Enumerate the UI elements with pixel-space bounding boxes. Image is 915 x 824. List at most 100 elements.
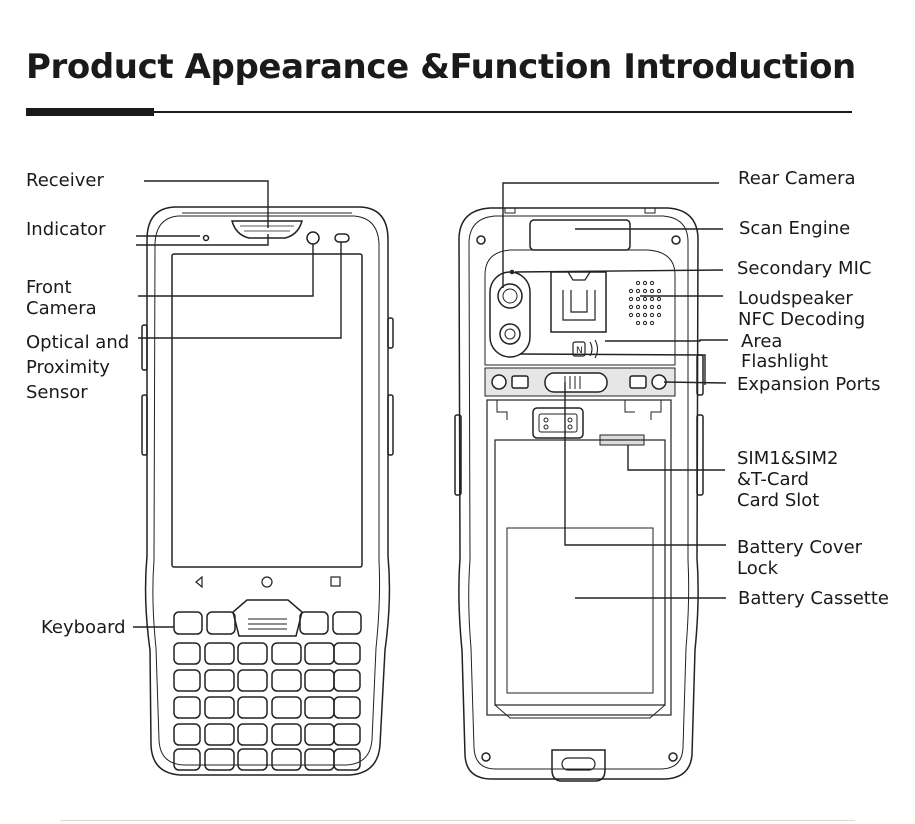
keypad-key xyxy=(271,696,302,719)
title-underline xyxy=(26,111,852,113)
label-battery-lock-line1: Battery Cover xyxy=(737,537,863,558)
battery-bay xyxy=(486,399,672,716)
speaker-hole xyxy=(642,280,648,286)
label-optical-line3: Sensor xyxy=(26,382,88,403)
scan-engine-window xyxy=(529,219,631,251)
leader-nfc xyxy=(605,339,728,342)
keypad-key xyxy=(304,723,335,746)
expansion-port-contact xyxy=(629,375,647,389)
keypad-key xyxy=(173,723,201,746)
rear-screw xyxy=(481,752,491,762)
receiver-grille xyxy=(231,220,303,239)
label-sim-line3: Card Slot xyxy=(737,490,820,511)
label-front-camera-line1: Front xyxy=(26,277,72,298)
label-nfc-line1: NFC Decoding xyxy=(738,309,866,330)
leader-receiver xyxy=(144,180,269,228)
speaker-hole xyxy=(642,296,648,302)
speaker-hole xyxy=(635,312,641,318)
flashlight-lens-inner xyxy=(504,328,516,340)
front-side-button-right-lower xyxy=(387,394,394,456)
rear-screw xyxy=(668,752,678,762)
keypad-key xyxy=(304,642,335,665)
label-battery-lock-line2: Lock xyxy=(737,558,779,579)
speaker-hole xyxy=(656,288,662,294)
front-body-inner xyxy=(152,215,381,766)
label-keyboard: Keyboard xyxy=(41,617,126,638)
speaker-hole xyxy=(642,304,648,310)
speaker-hole xyxy=(642,288,648,294)
indicator-led-icon xyxy=(202,234,210,242)
keypad-key xyxy=(333,669,361,692)
nfc-glyph: N xyxy=(576,346,583,356)
battery-bay-tab xyxy=(624,400,635,413)
speaker-hole xyxy=(642,320,648,326)
keypad-key xyxy=(332,611,362,635)
speaker-hole xyxy=(628,304,634,310)
keypad-key xyxy=(206,611,236,635)
front-side-button-left-lower xyxy=(141,394,148,456)
page-title: Product Appearance &Function Introductio… xyxy=(26,47,856,87)
rear-side-button-left xyxy=(454,414,462,496)
scan-trigger-key xyxy=(232,599,303,637)
keypad-key xyxy=(173,642,201,665)
keypad-key xyxy=(299,611,329,635)
keypad-key xyxy=(333,748,361,771)
battery-connector xyxy=(532,407,584,439)
front-camera-icon xyxy=(306,231,320,245)
battery-cover-lock xyxy=(544,372,608,393)
label-secondary-mic: Secondary MIC xyxy=(737,258,872,279)
label-indicator: Indicator xyxy=(26,219,106,240)
speaker-hole xyxy=(656,304,662,310)
rear-camera-lens-icon xyxy=(497,283,523,309)
expansion-port-contact xyxy=(511,375,529,389)
label-receiver: Receiver xyxy=(26,170,104,191)
keypad-key xyxy=(173,611,203,635)
leader-indicator-b xyxy=(136,234,269,246)
hand-strap-mount xyxy=(550,271,607,333)
back-triangle-icon xyxy=(195,575,203,589)
front-body-outline xyxy=(144,206,391,776)
camera-module-recess xyxy=(484,249,676,366)
label-battery-cassette: Battery Cassette xyxy=(738,588,889,609)
speaker-hole xyxy=(628,312,634,318)
rear-screw xyxy=(476,235,486,245)
expansion-port-screw xyxy=(491,374,507,390)
battery-cassette xyxy=(494,439,666,706)
keypad-key xyxy=(237,748,268,771)
leader-optical-sensor xyxy=(138,242,342,339)
label-nfc-line2: Area xyxy=(741,331,783,352)
leader-sim-slot xyxy=(627,445,725,471)
keypad-key xyxy=(173,748,201,771)
connector-pin xyxy=(567,424,573,430)
label-loudspeaker: Loudspeaker xyxy=(738,288,853,309)
speaker-hole xyxy=(635,304,641,310)
speaker-hole xyxy=(628,296,634,302)
label-optical-line1: Optical and xyxy=(26,332,130,353)
battery-bay-tabs xyxy=(496,400,662,420)
keypad-key xyxy=(204,642,235,665)
rear-body-inner xyxy=(468,215,690,770)
keypad xyxy=(173,611,362,771)
connector-pin xyxy=(567,417,573,423)
leader-flashlight xyxy=(519,353,706,385)
keypad-key xyxy=(204,669,235,692)
speaker-hole xyxy=(649,304,655,310)
keypad-key xyxy=(237,723,268,746)
speaker-hole xyxy=(649,320,655,326)
speaker-hole xyxy=(656,296,662,302)
rear-camera-lens-inner xyxy=(502,288,518,304)
rear-side-button-right-lower xyxy=(696,414,704,496)
battery-label-area xyxy=(506,527,654,694)
front-screen xyxy=(171,253,363,568)
nfc-waves xyxy=(589,339,599,359)
keypad-key xyxy=(333,696,361,719)
keypad-key xyxy=(237,669,268,692)
speaker-hole xyxy=(649,288,655,294)
keypad-key xyxy=(333,723,361,746)
keypad-key xyxy=(271,723,302,746)
hand-strap-clip xyxy=(562,271,596,321)
rear-screw xyxy=(671,235,681,245)
label-rear-camera: Rear Camera xyxy=(738,168,856,189)
charging-port-opening xyxy=(561,757,596,771)
speaker-hole xyxy=(635,296,641,302)
